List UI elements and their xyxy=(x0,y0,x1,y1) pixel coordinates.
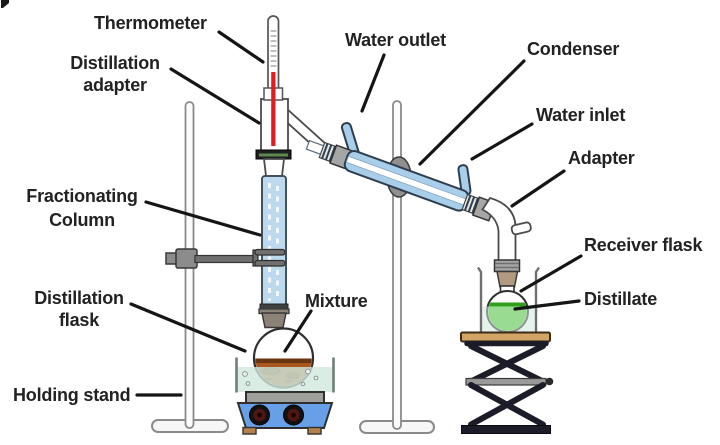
label-fractionating-column-1: Fractionating xyxy=(26,186,137,206)
beaker xyxy=(477,266,540,335)
hot-plate-foot xyxy=(242,426,257,435)
clamp-boss xyxy=(175,248,198,269)
clamp-arm xyxy=(194,254,258,264)
label-mixture: Mixture xyxy=(305,291,368,311)
corner-artifact xyxy=(1,0,9,8)
label-thermometer: Thermometer xyxy=(94,13,207,33)
leader-condenser xyxy=(418,59,526,166)
leader-distillation-flask xyxy=(129,302,247,353)
label-fractionating-column-2: Column xyxy=(49,210,115,230)
leader-fractionating-column xyxy=(144,200,262,237)
hot-plate-foot xyxy=(307,426,322,435)
bubble xyxy=(245,381,251,386)
thermometer-scale-ticks xyxy=(270,30,277,67)
thermometer-red-column xyxy=(271,72,276,146)
vacuum-port-nub xyxy=(510,221,532,236)
receiver-joint-band xyxy=(493,259,521,273)
label-distillation-flask-1: Distillation xyxy=(34,288,124,308)
leader-receiver-flask xyxy=(519,254,583,293)
label-distillation-flask-2: flask xyxy=(59,310,100,330)
jack-base xyxy=(461,425,551,434)
thermometer xyxy=(263,15,284,146)
labels: Thermometer Distillation adapter Water o… xyxy=(13,13,704,405)
leader-lines xyxy=(129,30,583,397)
jack-mid-rail xyxy=(465,377,547,386)
leader-water-inlet xyxy=(470,122,534,161)
receiver-ground-joint xyxy=(496,270,519,288)
wood-board xyxy=(460,331,551,343)
bath-walls xyxy=(235,357,335,393)
label-distillate: Distillate xyxy=(584,289,657,309)
water-bath xyxy=(235,357,335,393)
condenser xyxy=(305,139,499,222)
leader-adapter xyxy=(510,169,566,208)
leader-water-outlet xyxy=(360,53,386,113)
label-holding-stand: Holding stand xyxy=(13,385,130,405)
bubble xyxy=(313,375,319,381)
hot-plate-knob xyxy=(283,404,304,426)
label-water-inlet: Water inlet xyxy=(536,105,625,125)
leader-thermometer xyxy=(217,30,265,64)
beaker-water xyxy=(482,306,535,333)
leader-distillation-adapter xyxy=(169,67,261,125)
fractionating-column xyxy=(258,175,290,329)
label-condenser: Condenser xyxy=(527,39,619,59)
label-water-outlet: Water outlet xyxy=(345,30,446,50)
ground-joint-cup xyxy=(262,158,286,177)
bubble xyxy=(305,368,311,375)
clamp-fork xyxy=(252,248,286,267)
column-body xyxy=(261,175,287,307)
hot-plate-knob xyxy=(249,404,270,426)
label-distillation-adapter-2: adapter xyxy=(83,75,147,95)
flask-ground-joint xyxy=(261,312,287,329)
leader-mixture xyxy=(283,309,313,353)
label-distillation-adapter-1: Distillation xyxy=(70,53,160,73)
hot-plate-top xyxy=(245,391,325,404)
jack-knob xyxy=(545,377,554,386)
hot-plate xyxy=(236,391,334,435)
label-adapter: Adapter xyxy=(568,148,635,168)
bubble xyxy=(300,381,306,387)
label-receiver-flask: Receiver flask xyxy=(584,235,703,255)
holding-stand-left xyxy=(151,101,229,433)
bath-water xyxy=(237,367,333,392)
lab-jack xyxy=(461,340,554,434)
stand-pole-right xyxy=(392,100,402,430)
bubble xyxy=(242,371,248,377)
vacuum-adapter xyxy=(481,196,532,295)
joint-clip-stripe xyxy=(259,153,288,157)
leader-distillate xyxy=(513,299,581,311)
